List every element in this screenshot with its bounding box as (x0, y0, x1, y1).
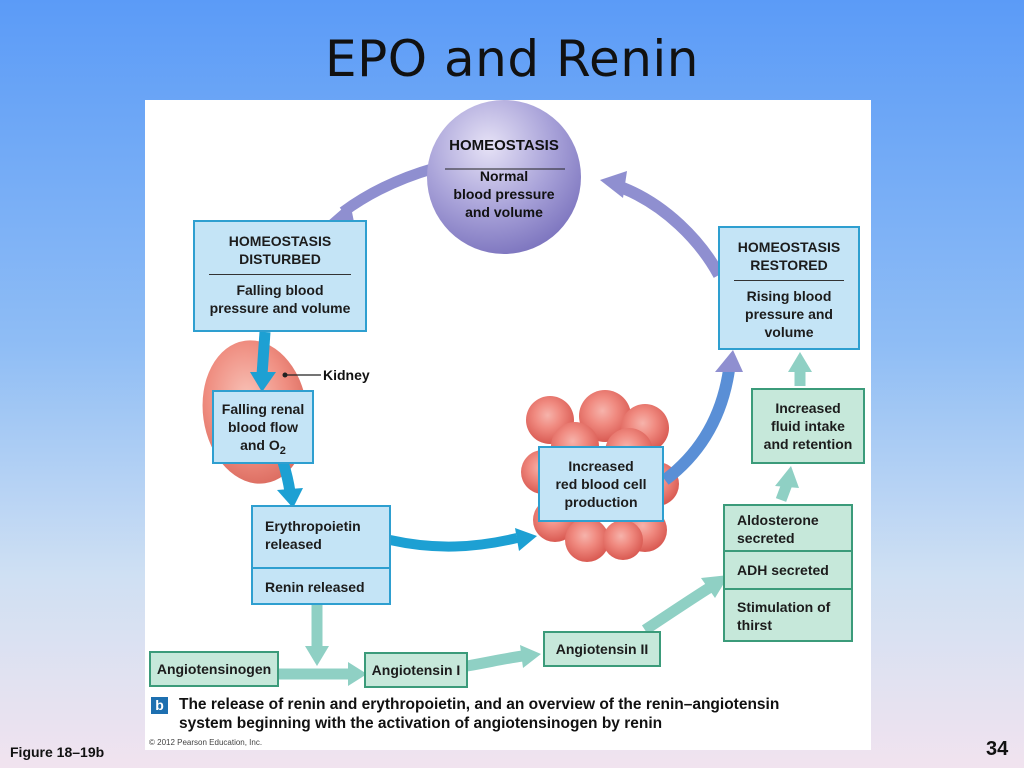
homeostasis-line1: Normal (479, 168, 529, 184)
renal-line2: blood flow (228, 419, 298, 435)
caption-line1: The release of renin and erythropoietin,… (179, 696, 780, 713)
fluid-line1: Increased (775, 400, 841, 416)
angiotensin2-text: Angiotensin II (555, 641, 649, 657)
aldosterone-box: Aldosterone secreted (723, 504, 853, 552)
kidney-label: Kidney (323, 367, 370, 383)
erythropoietin-released-box: Erythropoietin released (251, 505, 391, 569)
rbc-line2: red blood cell (555, 476, 647, 492)
angiotensin-1-box: Angiotensin I (364, 652, 468, 688)
disturbed-title1: HOMEOSTASIS (228, 233, 332, 249)
renal-o2-subscript: 2 (279, 444, 286, 457)
falling-renal-box: Falling renal blood flow and O2 (212, 390, 314, 464)
slide-title: EPO and Renin (325, 30, 699, 88)
homeostasis-circle: HOMEOSTASIS Normal blood pressure and vo… (429, 137, 579, 221)
epo-line1: Erythropoietin (265, 518, 361, 534)
disturbed-line2: pressure and volume (209, 300, 351, 316)
restored-line1: Rising blood (746, 288, 832, 304)
restored-title2: RESTORED (750, 257, 828, 273)
renal-line3: and O (240, 437, 280, 453)
figure-caption: The release of renin and erythropoietin,… (179, 695, 869, 733)
disturbed-title2: DISTURBED (239, 251, 321, 267)
page-number: 34 (986, 738, 1009, 760)
renin-text: Renin released (265, 579, 365, 595)
arrow-epo-to-rbc (388, 533, 519, 552)
thirst-box: Stimulation of thirst (723, 588, 853, 642)
arrow-rbc-to-restored (661, 369, 735, 485)
caption-letter: b (151, 697, 168, 714)
fluid-line3: and retention (763, 436, 853, 452)
aldosterone-line1: Aldosterone (737, 512, 819, 528)
renin-released-box: Renin released (251, 567, 391, 605)
aldosterone-line2: secreted (737, 530, 795, 546)
angiotensinogen-box: Angiotensinogen (149, 651, 279, 687)
arrow-disturbed-to-renal (256, 331, 271, 376)
rbc-production-box: Increased red blood cell production (538, 446, 664, 522)
arrow-ang2-to-hormones (641, 583, 712, 635)
homeostasis-sphere (427, 100, 581, 254)
homeostasis-restored-box: HOMEOSTASIS RESTORED Rising blood pressu… (718, 226, 860, 350)
fluid-intake-box: Increased fluid intake and retention (751, 388, 865, 464)
angiotensinogen-text: Angiotensinogen (156, 661, 272, 677)
arrow-renal-to-epo (277, 460, 296, 493)
restored-line3: volume (764, 324, 814, 340)
disturbed-line1: Falling blood (236, 282, 324, 298)
arrowhead-disturbed (327, 202, 354, 222)
diagram-panel: HOMEOSTASIS Normal blood pressure and vo… (145, 100, 871, 750)
fluid-line2: fluid intake (771, 418, 845, 434)
restored-title1: HOMEOSTASIS (737, 239, 841, 255)
homeostasis-title: HOMEOSTASIS (449, 137, 559, 154)
adh-text: ADH secreted (737, 562, 829, 578)
thirst-line1: Stimulation of (737, 599, 831, 615)
epo-line2: released (265, 536, 322, 552)
homeostasis-line2: blood pressure (453, 186, 555, 202)
angiotensin1-text: Angiotensin I (371, 662, 461, 678)
thirst-line2: thirst (737, 617, 772, 633)
renal-line1: Falling renal (221, 401, 305, 417)
figure-label: Figure 18–19b (10, 744, 105, 760)
arrowhead-homeostasis (600, 171, 627, 198)
homeostasis-disturbed-box: HOMEOSTASIS DISTURBED Falling blood pres… (193, 220, 367, 332)
copyright: © 2012 Pearson Education, Inc. (149, 738, 263, 747)
restored-line2: pressure and (745, 306, 833, 322)
arrow-restored-to-homeostasis (620, 182, 725, 278)
rbc-line1: Increased (568, 458, 634, 474)
caption-line2: system beginning with the activation of … (179, 715, 663, 732)
arrow-ang1-to-ang2 (466, 650, 524, 672)
angiotensin-2-box: Angiotensin II (543, 631, 661, 667)
adh-box: ADH secreted (723, 550, 853, 590)
homeostasis-line3: and volume (465, 204, 543, 220)
rbc-line3: production (564, 494, 638, 510)
arrow-homeostasis-to-disturbed (339, 162, 437, 217)
